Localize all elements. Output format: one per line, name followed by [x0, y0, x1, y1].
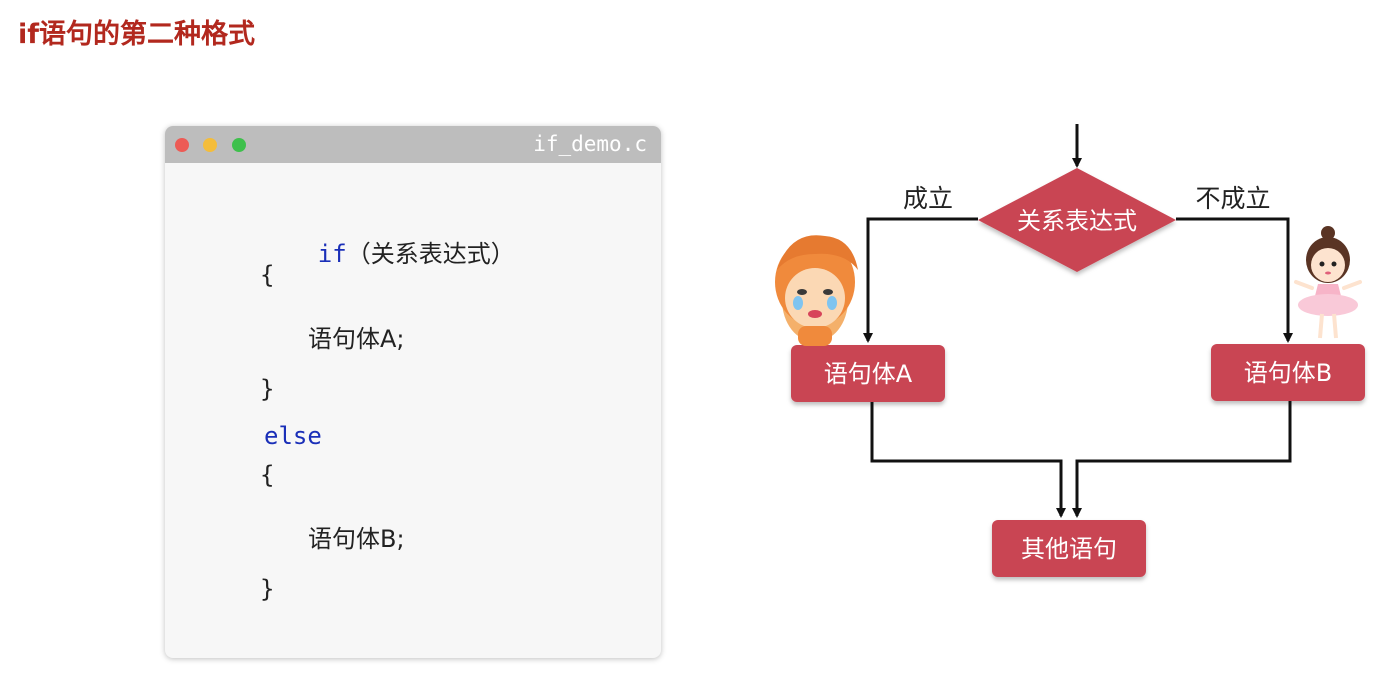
code-body-b: 语句体B;: [308, 525, 405, 553]
statement-b-node: 语句体B: [1211, 344, 1365, 401]
else-keyword: else: [264, 422, 322, 450]
code-open-brace-1: {: [260, 261, 275, 289]
true-label: 成立: [903, 184, 953, 213]
window-titlebar: if_demo.c: [165, 126, 661, 163]
minimize-dot[interactable]: [203, 138, 217, 152]
condition-label: 关系表达式: [1017, 207, 1137, 235]
statement-a-label: 语句体A: [824, 360, 913, 388]
if-keyword: if: [317, 240, 347, 268]
ballerina-girl-icon: [1294, 226, 1362, 339]
other-statement-label: 其他语句: [1021, 535, 1117, 563]
condition-node: 关系表达式: [978, 168, 1176, 272]
code-open-brace-2: {: [260, 461, 275, 489]
false-branch-arrow: [1176, 217, 1293, 343]
code-line-if: if（关系表达式）: [260, 206, 515, 297]
crying-boy-icon: [775, 235, 858, 346]
filename: if_demo.c: [533, 132, 647, 156]
a-to-other-arrow: [870, 402, 1066, 518]
close-dot[interactable]: [175, 138, 189, 152]
maximize-dot[interactable]: [232, 138, 246, 152]
other-statement-node: 其他语句: [992, 520, 1146, 577]
code-close-brace-1: }: [260, 375, 275, 403]
code-close-brace-2: }: [260, 575, 275, 603]
true-branch-arrow: [863, 217, 978, 343]
statement-a-node: 语句体A: [791, 345, 945, 402]
statement-b-label: 语句体B: [1244, 359, 1332, 387]
false-label: 不成立: [1195, 184, 1270, 213]
page-title: if语句的第二种格式: [18, 19, 256, 50]
b-to-other-arrow: [1072, 401, 1292, 518]
condition-text: （关系表达式）: [346, 240, 515, 268]
code-body-a: 语句体A;: [308, 325, 405, 353]
code-window: if_demo.c if（关系表达式） { 语句体A; } else { 语句体…: [165, 126, 661, 658]
